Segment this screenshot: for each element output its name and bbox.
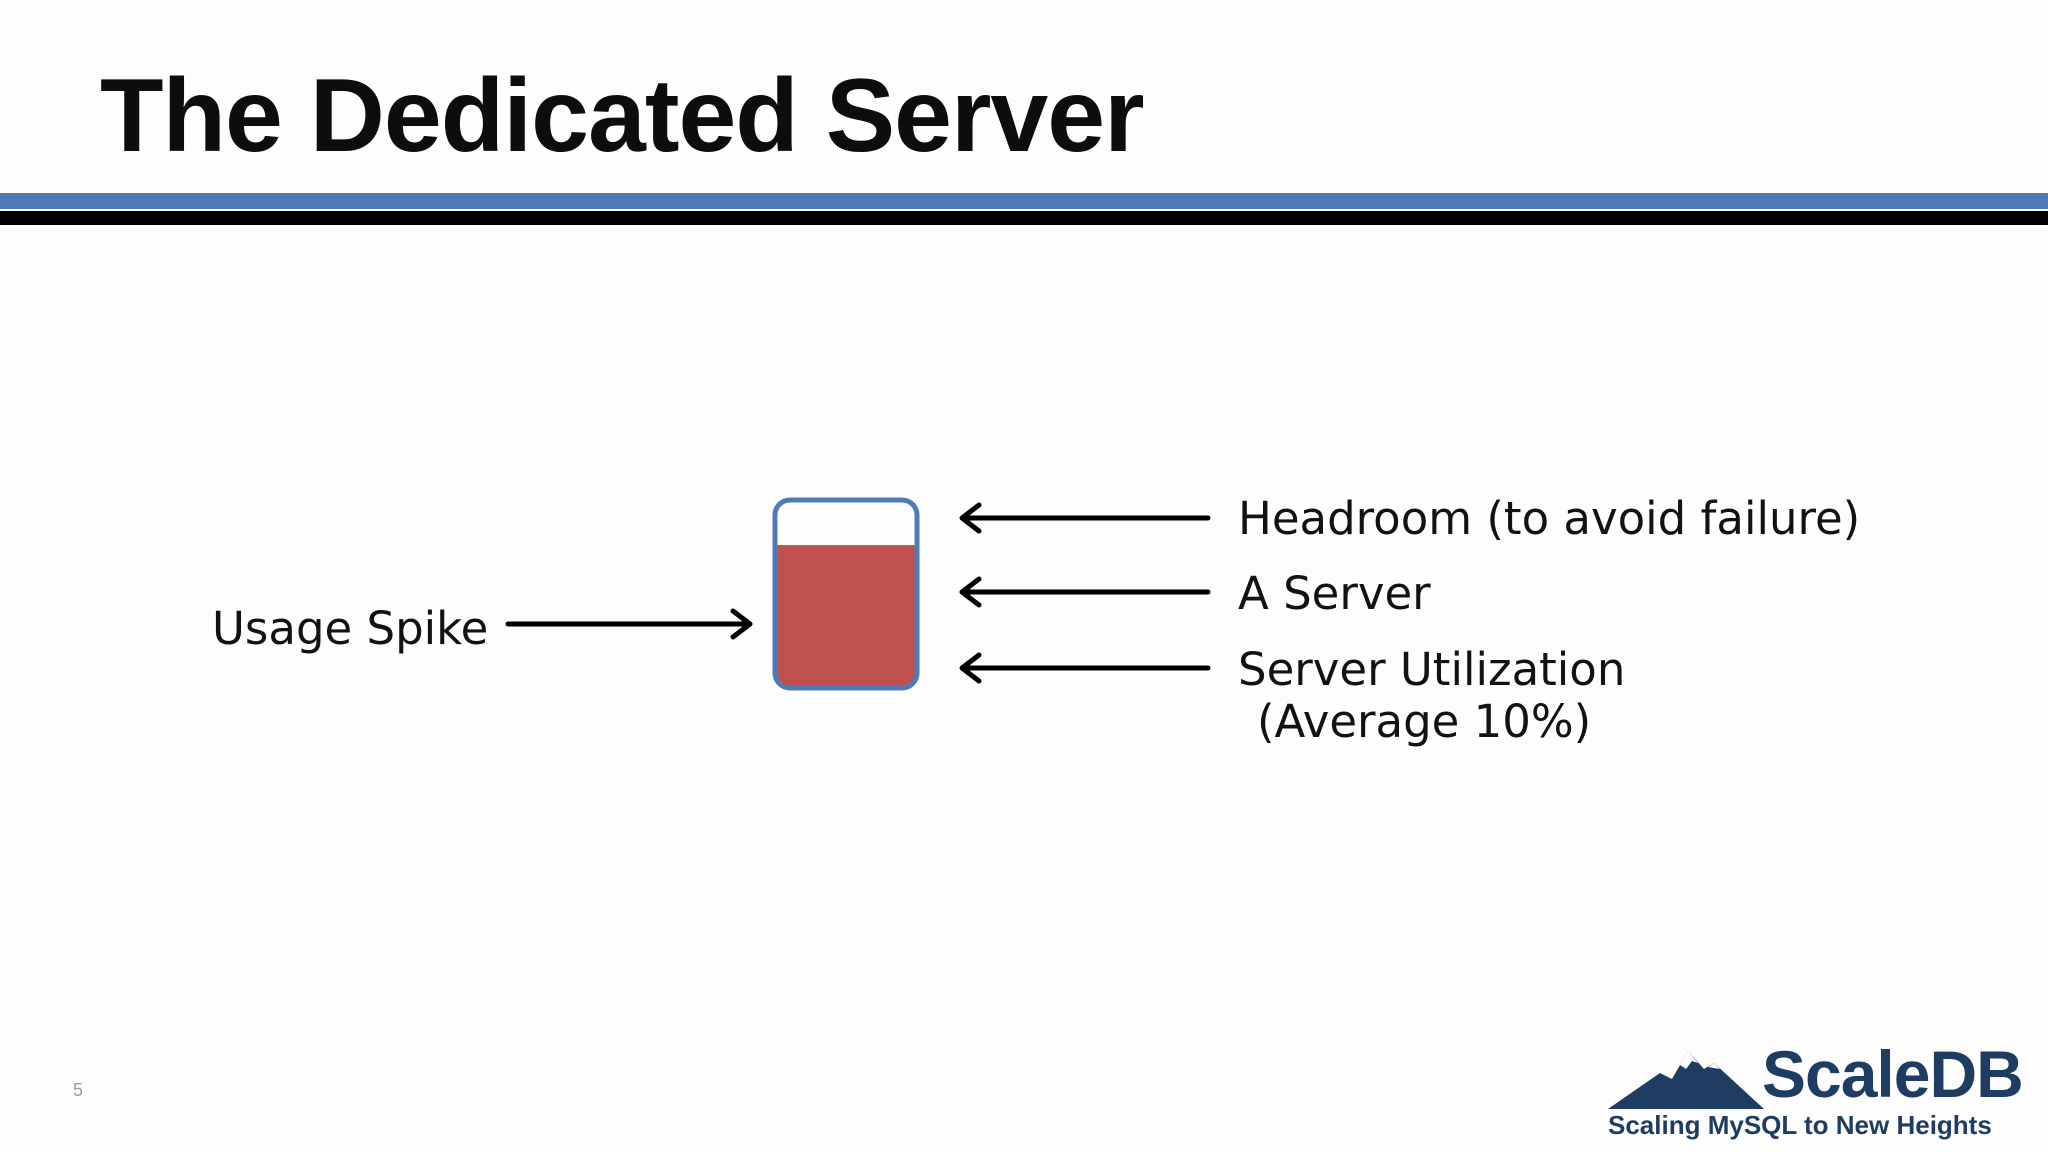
logo-tagline: Scaling MySQL to New Heights	[1608, 1110, 1992, 1140]
slide-title: The Dedicated Server	[100, 58, 1145, 174]
scaledb-logo: ScaleDB Scaling MySQL to New Heights	[1604, 1037, 2034, 1144]
headroom-label: Headroom (to avoid failure)	[1238, 492, 1861, 545]
utilization-label: Server Utilization	[1238, 643, 1626, 696]
server-box	[772, 497, 920, 691]
utilization-average-label: (Average 10%)	[1257, 695, 1592, 748]
utilization-arrow	[959, 652, 1211, 684]
title-rule-black	[0, 211, 2048, 225]
usage-spike-label: Usage Spike	[212, 602, 489, 655]
server-arrow	[959, 576, 1211, 608]
server-utilization-fill	[775, 545, 917, 688]
server-label: A Server	[1238, 567, 1431, 620]
page-number: 5	[73, 1080, 84, 1100]
mountain-icon	[1608, 1051, 1764, 1109]
title-rule-blue	[0, 193, 2048, 209]
logo-wordmark: ScaleDB	[1762, 1037, 2024, 1111]
headroom-arrow	[959, 502, 1211, 534]
usage-spike-arrow	[505, 608, 753, 640]
